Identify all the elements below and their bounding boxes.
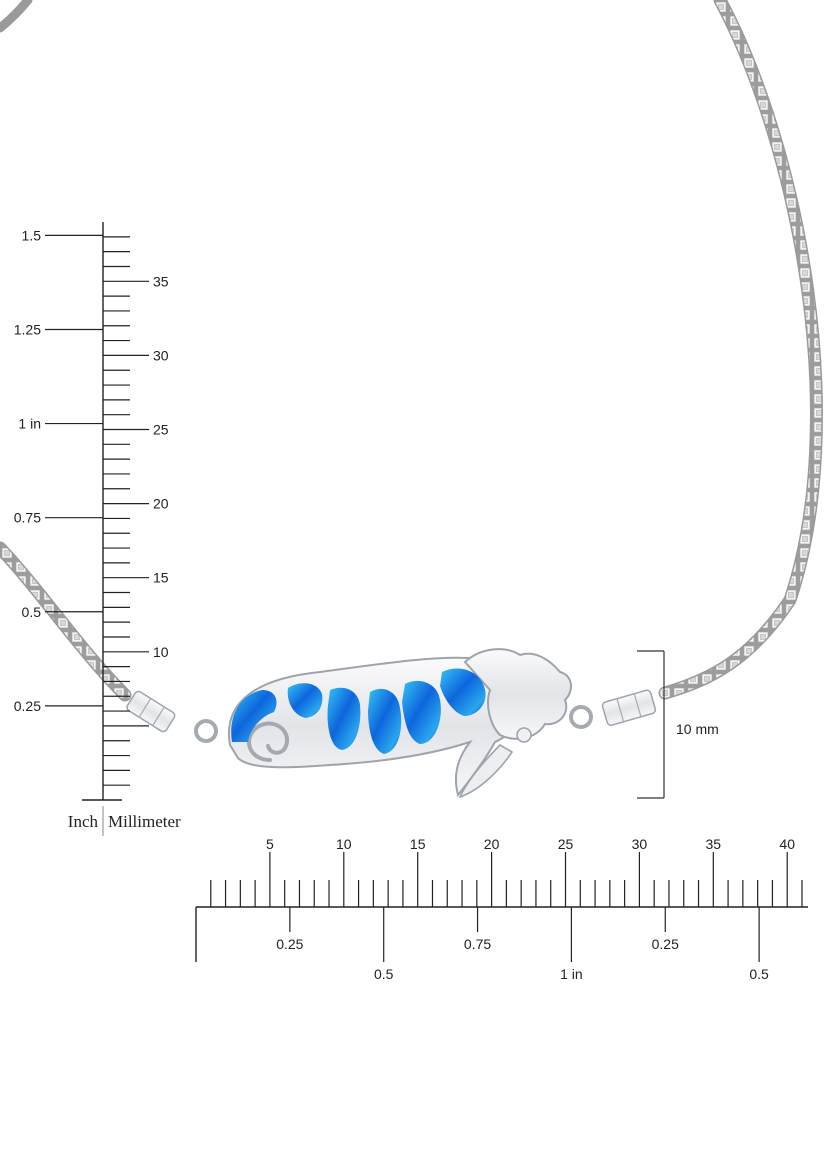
seahorse-pendant xyxy=(227,648,572,799)
horizontal-ruler: 5 10 15 20 25 30 35 40 0.25 0.5 0.75 1 in 0.25 0.5 xyxy=(195,836,808,982)
mm-label: 30 xyxy=(632,836,648,852)
inch-label: 0.25 xyxy=(276,936,303,952)
inch-label: 1.25 xyxy=(14,321,41,337)
inch-label: 0.25 xyxy=(652,936,679,952)
inch-label: 1 in xyxy=(18,416,41,432)
inch-label: 0.75 xyxy=(14,510,41,526)
mm-label: 30 xyxy=(153,347,169,363)
inch-label: 0.5 xyxy=(374,966,394,982)
vertical-ruler: Inch Millimeter 35 30 25 20 15 10 1.5 1.25 1 in 0… xyxy=(14,222,181,836)
inch-label: 0.25 xyxy=(14,698,41,714)
bracelet-chain xyxy=(0,0,823,702)
mm-label: 35 xyxy=(153,273,169,289)
inch-label: 0.5 xyxy=(749,966,769,982)
mm-label: 25 xyxy=(153,422,169,438)
mm-label: 10 xyxy=(336,836,352,852)
inch-label: 0.5 xyxy=(22,604,42,620)
inch-unit-label: Inch xyxy=(68,812,99,831)
inch-label: 1.5 xyxy=(22,227,42,243)
mm-label: 15 xyxy=(153,570,169,586)
mm-label: 20 xyxy=(153,496,169,512)
mm-label: 25 xyxy=(558,836,574,852)
mm-label: 35 xyxy=(706,836,722,852)
inch-label: 1 in xyxy=(560,966,583,982)
height-dimension-label: 10 mm xyxy=(676,721,719,737)
inch-label: 0.75 xyxy=(464,936,491,952)
mm-label: 15 xyxy=(410,836,426,852)
mm-label: 5 xyxy=(266,836,274,852)
millimeter-unit-label: Millimeter xyxy=(108,812,181,831)
mm-label: 10 xyxy=(153,644,169,660)
left-end-cap xyxy=(126,690,218,743)
mm-label: 20 xyxy=(484,836,500,852)
mm-label: 40 xyxy=(779,836,795,852)
height-dimension-bracket: 10 mm xyxy=(637,650,719,799)
right-end-cap xyxy=(569,689,657,729)
